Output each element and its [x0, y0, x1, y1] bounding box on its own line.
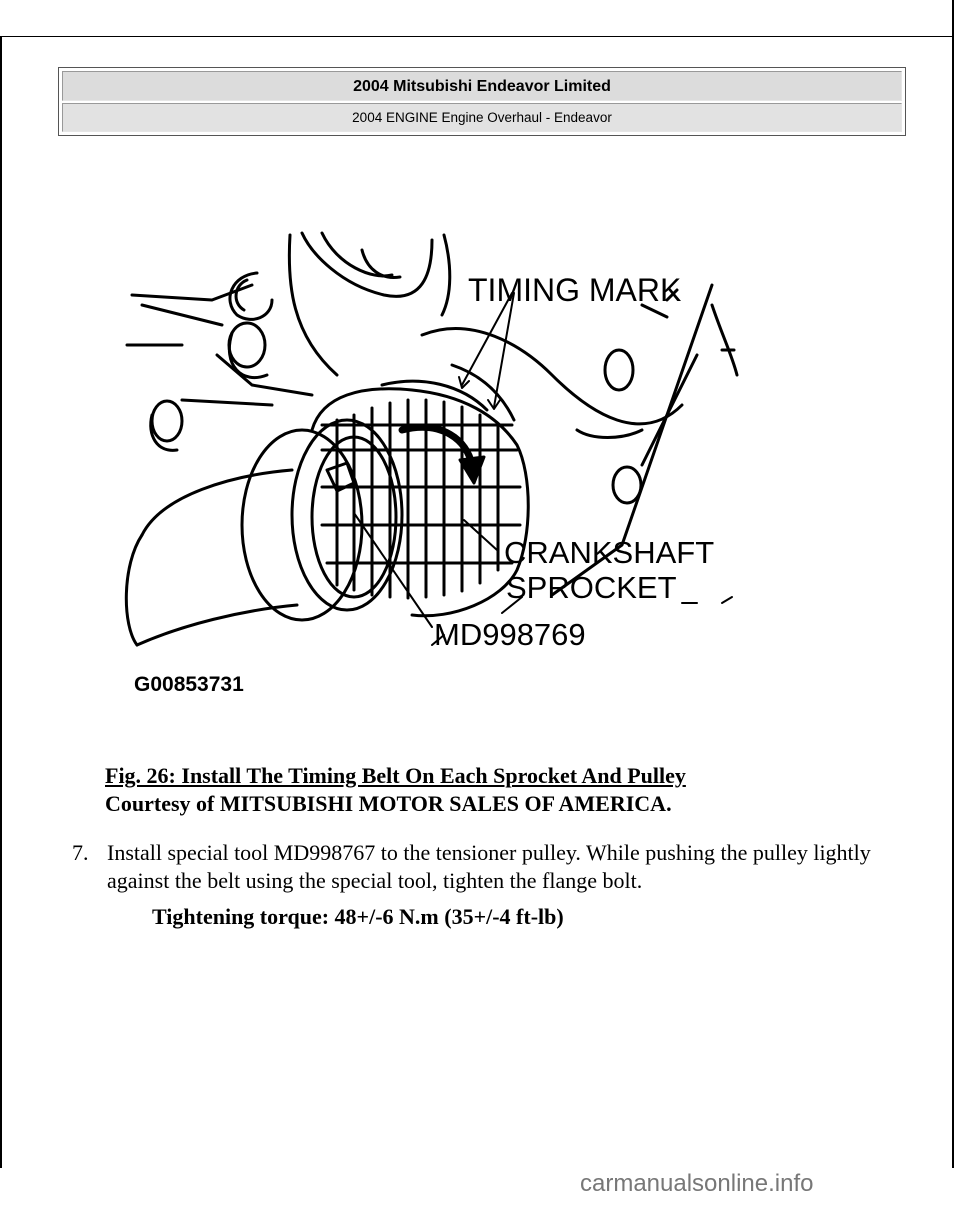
figure-caption-title: Fig. 26: Install The Timing Belt On Each…: [105, 763, 686, 788]
label-sprocket: SPROCKET: [506, 570, 677, 605]
step-text: Install special tool MD998767 to the ten…: [107, 840, 871, 893]
label-timing-mark: TIMING MARK: [468, 272, 681, 308]
document-header: 2004 Mitsubishi Endeavor Limited 2004 EN…: [58, 67, 906, 136]
label-tool: MD998769: [434, 617, 586, 652]
figure-caption-courtesy: Courtesy of MITSUBISHI MOTOR SALES OF AM…: [105, 791, 672, 816]
step-number: 7.: [72, 840, 89, 865]
crankshaft-sprocket-drawing: TIMING MARK CRANKSHAFT SPROCKET MD998769…: [124, 231, 739, 695]
label-crankshaft: CRANKSHAFT: [504, 535, 714, 570]
page-border-top: [0, 36, 953, 37]
figure-id: G00853731: [134, 673, 244, 695]
page-border-left: [0, 36, 2, 1168]
page-border-right: [952, 0, 954, 1168]
vehicle-title: 2004 Mitsubishi Endeavor Limited: [62, 71, 902, 101]
torque-spec: Tightening torque: 48+/-6 N.m (35+/-4 ft…: [152, 904, 564, 929]
figure-illustration: TIMING MARK CRANKSHAFT SPROCKET MD998769…: [122, 225, 740, 695]
section-subtitle: 2004 ENGINE Engine Overhaul - Endeavor: [62, 103, 902, 132]
site-watermark: carmanualsonline.info: [580, 1170, 814, 1197]
